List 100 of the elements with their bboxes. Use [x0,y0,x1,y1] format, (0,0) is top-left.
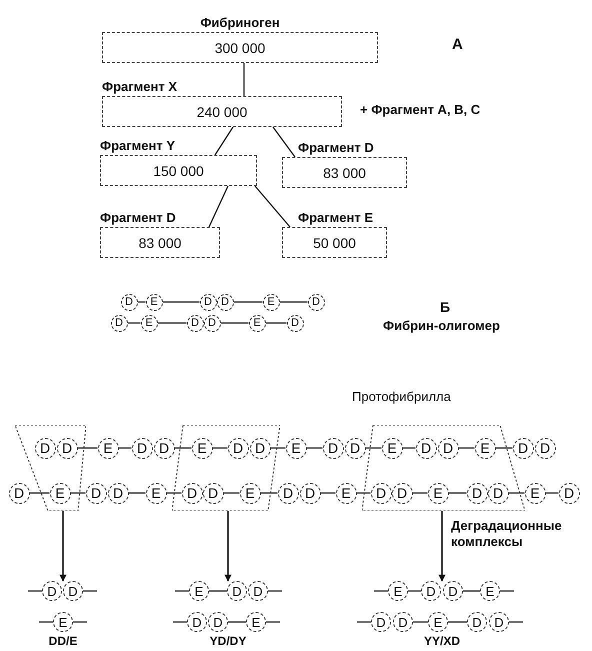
connector-line [408,590,421,592]
domain-circle: D [186,314,204,332]
connector-line [83,590,97,592]
domain-circle: E [428,482,448,504]
annotation-text: Фибрин-олигомер [383,318,500,334]
domain-circle: E [53,612,73,632]
connector-line [118,447,132,449]
connector-line [30,492,50,494]
domain-circle: D [534,438,556,458]
connector-line [356,492,370,494]
connector-line [266,322,286,324]
domain-circle: D [512,438,534,458]
connector-line [73,621,87,623]
domain-circle: E [248,314,266,332]
fragment-name: Фрагмент D [298,140,374,156]
domain-circle: D [86,482,106,504]
connector-line [270,447,286,449]
molecular-weight-box: 50 000 [282,227,387,258]
domain-circle: D [63,581,83,601]
connector-line [174,447,192,449]
domain-circle: D [42,581,62,601]
connector-line [208,186,229,228]
domain-circle: D [8,482,30,504]
domain-circle: D [488,482,508,504]
domain-circle: E [146,294,162,310]
domain-circle: D [132,438,152,458]
panel-label: + Фрагмент A, B, C [360,102,480,118]
domain-circle: D [467,612,487,632]
connector-line [463,590,480,592]
fragment-name: Фрагмент X [102,79,178,95]
arrow [60,511,66,582]
domain-circle: D [392,482,412,504]
connector-line [320,492,336,494]
connector-line [234,301,262,303]
molecular-weight-box: 240 000 [102,96,342,127]
connector-line [448,621,467,623]
domain-circle: E [50,482,70,504]
molecular-weight-box: 300 000 [102,32,378,63]
domain-circle: E [146,482,166,504]
domain-circle: E [474,438,496,458]
domain-circle: E [286,438,306,458]
fragment-name: Фрагмент D [100,210,176,226]
connector-line [546,492,558,494]
connector-line [280,301,308,303]
connector-line [228,621,246,623]
connector-line [500,590,514,592]
fragment-name: Фрагмент Y [100,138,176,154]
domain-circle: E [140,314,158,332]
domain-circle: D [393,612,413,632]
cleavage-frame [172,425,280,511]
domain-circle: D [154,438,174,458]
domain-circle: E [382,438,402,458]
domain-circle: D [308,294,324,310]
connector-line [166,492,182,494]
domain-circle: D [421,581,441,601]
connector-line [214,126,234,156]
connector-line [496,447,512,449]
molecular-weight-box: 150 000 [100,155,257,186]
domain-circle: D [204,314,220,332]
domain-circle: D [371,612,391,632]
domain-circle: D [438,438,458,458]
domain-circle: D [187,612,207,632]
connector-line [266,621,280,623]
domain-circle: D [278,482,298,504]
fragment-name: Фибриноген [199,15,281,31]
domain-circle: D [56,438,78,458]
connector-line [366,447,382,449]
domain-circle: D [466,482,488,504]
connector-line [458,447,474,449]
domain-circle: E [246,612,266,632]
domain-circle: D [344,438,366,458]
panel-label: YY/XD [422,634,461,649]
domain-circle: D [227,581,247,601]
connector-line [78,447,98,449]
panel-label: Б [440,299,450,316]
domain-circle: D [228,438,248,458]
arrow [224,511,232,582]
connector-line [158,322,186,324]
domain-circle: D [250,438,270,458]
domain-circle: D [208,612,228,632]
domain-circle: E [428,612,448,632]
connector-line [173,621,187,623]
connector-line [70,492,86,494]
connector-line [374,590,388,592]
connector-line [508,492,524,494]
connector-line [220,322,248,324]
arrow [438,511,446,582]
domain-circle: D [443,581,463,601]
domain-circle: E [98,438,118,458]
molecular-weight-box: 83 000 [100,227,220,258]
connector-line [212,447,228,449]
connector-line [128,322,140,324]
domain-circle: D [34,438,56,458]
connector-line [306,447,322,449]
domain-circle: D [558,482,580,504]
connector-line [272,126,296,158]
connector-line [209,590,227,592]
connector-line [243,63,245,96]
domain-circle: E [189,581,209,601]
domain-circle: E [480,581,500,601]
